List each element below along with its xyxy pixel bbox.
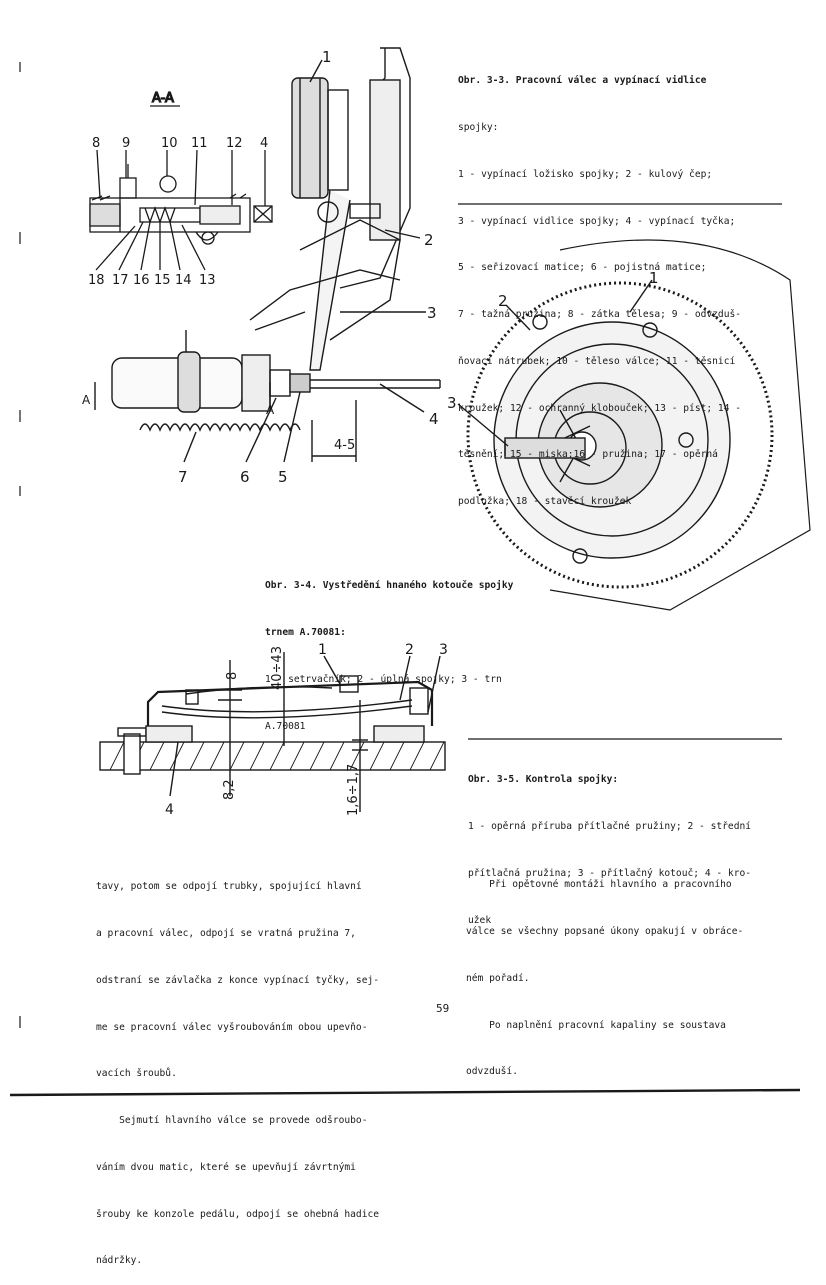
callout-16: 16 [133,273,150,288]
fig33-caption-line: 5 - seřizovací matice; 6 - pojistná mati… [458,262,707,274]
fig33-caption-line: 3 - vypínací vidlice spojky; 4 - vypínac… [458,215,736,227]
callout-main-2: 2 [424,231,434,249]
fig33-caption-line: 7 - tažná pružina; 8 - zátka tělesa; 9 -… [458,309,742,321]
text-line: nádržky. [96,1255,143,1267]
fig34-callout-1: 1 [649,269,659,287]
fig33-caption-line: Obr. 3-3. Pracovní válec a vypínací vidl… [458,75,707,87]
text-line: válce se všechny popsané úkony opakují v… [466,925,744,937]
fig35-caption-line: Obr. 3-5. Kontrola spojky: [468,774,619,786]
fig34-caption-line: Obr. 3-4. Vystředění hnaného kotouče spo… [265,580,514,592]
left-text-column: tavy, potom se odpojí trubky, spojující … [96,848,436,1285]
fig33-caption: Obr. 3-3. Pracovní válec a vypínací vidl… [458,42,798,525]
fig35-caption: Obr. 3-5. Kontrola spojky: 1 - opěrná př… [468,741,798,944]
fig34-callouts: 1 2 3 [447,269,659,412]
callout-main-4: 4 [429,410,439,428]
dim-8-2: 8,2 [222,779,237,800]
fig33-caption-line: 1 - vypínací ložisko spojky; 2 - kulový … [458,168,713,180]
fig35-dimensions: 8 40÷43 8,2 1,6÷1,7 [222,646,361,816]
callout-13: 13 [199,273,216,288]
fig34-caption-line: 1 - setrvačník; 2 - úplná spojky; 3 - tr… [265,673,502,685]
text-line: šrouby ke konzole pedálu, odpojí se oheb… [96,1208,380,1220]
right-text-column: Při opětovné montáži hlavního a pracovní… [466,846,796,1096]
text-line: a pracovní válec, odpojí se vratná pruži… [96,927,356,939]
text-line: Při opětovné montáži hlavního a pracovní… [466,879,732,891]
callout-18: 18 [88,273,105,288]
callout-12: 12 [226,136,243,151]
fig35-callout-2: 2 [405,642,414,658]
page-drawings: A-A 8 9 10 11 [9,47,811,1097]
fig35-gauge-drawing [99,652,446,812]
callout-main-7: 7 [178,468,188,486]
fig33-section-label: A-A [152,91,174,106]
dim-40-43: 40÷43 [270,646,285,690]
section-mark-left: A [82,393,91,407]
fig33-caption-line: kroužek; 12 - ochranný klobouček; 13 - p… [458,402,742,414]
callout-4a: 4 [260,136,268,151]
fig35-callout-4: 4 [165,802,174,818]
text-line: me se pracovní válec vyšroubováním obou … [96,1021,368,1033]
fig35-caption-line: přítlačná pružina; 3 - přítlačný kotouč;… [468,867,752,879]
fig34-caption-line: A.70081 [265,720,306,732]
text-line: odstraní se závlačka z konce vypínací ty… [96,974,380,986]
callout-14: 14 [175,273,192,288]
fig33-caption-line: podložka; 18 - stavěcí kroužek [458,496,632,508]
fig33-caption-line: spojky: [458,121,499,133]
section-mark-right: A [266,403,275,417]
dim-8: 8 [225,672,240,680]
callout-main-1: 1 [322,48,332,66]
callout-main-6: 6 [240,468,250,486]
text-line: vacích šroubů. [96,1068,177,1080]
callout-11: 11 [191,136,208,151]
fig35-caption-line: užek [468,914,492,926]
callout-17: 17 [112,273,129,288]
text-line: ném pořadí. [466,972,530,984]
fig35-caption-line: 1 - opěrná příruba přítlačné pružiny; 2 … [468,820,752,832]
callout-main-3: 3 [427,304,437,322]
fig34-caption: Obr. 3-4. Vystředění hnaného kotouče spo… [265,547,565,750]
callout-10: 10 [161,136,178,151]
fig33-fork-drawing [94,47,441,463]
dim-label-4-5: 4-5 [334,438,355,453]
page-number: 59 [436,1002,450,1015]
fig33-main-callouts: 1 2 3 4 5 6 7 4-5 A A [82,48,439,486]
fig35-callout-3: 3 [439,642,448,658]
fig34-caption-line: trnem A.70081: [265,626,346,638]
text-line: váním dvou matic, které se upevňují závr… [96,1161,356,1173]
dim-1-6-1-7: 1,6÷1,7 [346,764,361,816]
fig33-section-callouts: 8 9 10 11 12 4 18 17 16 15 14 13 [88,136,268,288]
text-line: Sejmutí hlavního válce se provede odšrou… [96,1115,368,1127]
callout-main-5: 5 [278,468,288,486]
callout-8: 8 [92,136,100,151]
fig35-callout-1: 1 [318,642,327,658]
text-line: tavy, potom se odpojí trubky, spojující … [96,881,362,893]
fig33-section-drawing: A-A [89,90,273,271]
fig33-caption-line: těsnění; 15 - miska;16 - pružina; 17 - o… [458,449,718,461]
callout-9: 9 [122,136,130,151]
callout-15: 15 [154,273,171,288]
text-line: Po naplnění pracovní kapaliny se soustav… [466,1019,726,1031]
fig34-clutch-drawing [457,239,811,611]
fig34-callout-2: 2 [498,292,508,310]
fig34-callout-3: 3 [447,394,457,412]
fig33-caption-line: ňovací nátrubek; 10 - těleso válce; 11 -… [458,355,736,367]
fig35-callouts: 1 2 3 4 [165,642,448,818]
page-rules [9,62,801,1097]
text-line: odvzduší. [466,1066,518,1078]
